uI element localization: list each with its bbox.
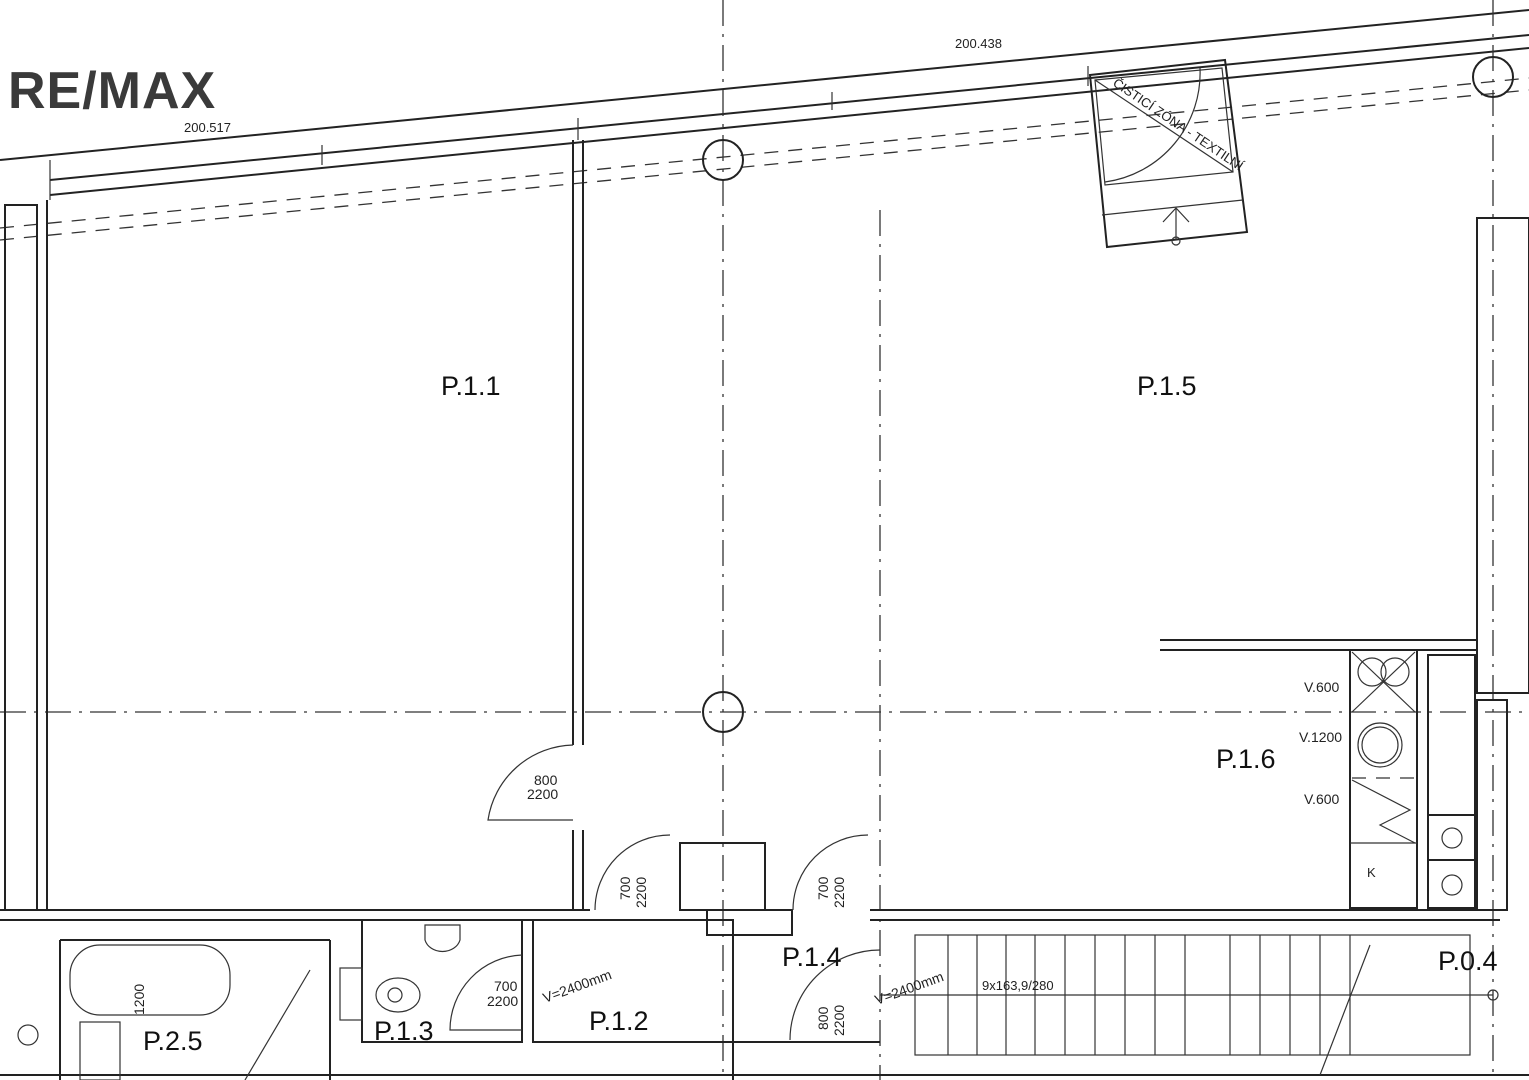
ceiling-height-label: V=2400mm [873,968,946,1008]
axis-marker [702,691,744,733]
door-height: 2200 [527,786,558,802]
door-width: 700 [617,876,633,900]
sanitary [17,924,461,1080]
axis-marker [702,139,744,181]
walls [0,140,1529,1080]
room-label-p25: P.2.5 [143,1026,203,1056]
room-label-p16: P.1.6 [1216,744,1276,774]
bath-dimension: 1200 [131,984,147,1015]
room-label-p15: P.1.5 [1137,371,1197,401]
room-label-p14: P.1.4 [782,942,842,972]
door-width: 800 [534,772,558,788]
level-mark-left: 200.517 [184,120,231,135]
stairs-label: 9x163,9/280 [982,978,1054,993]
level-mark-right: 200.438 [955,36,1002,51]
kitchen-unit [1349,649,1476,909]
axis-marker [1472,56,1514,98]
facade-wall [0,9,1529,241]
kitchen-height-label: V.1200 [1299,729,1342,745]
door-height: 2200 [831,1005,847,1036]
entrance-zone-label: ČISTICÍ ZÓNA - TEXTILNÍ [1110,75,1246,174]
door-height: 2200 [831,877,847,908]
kitchen-height-label: V.600 [1304,791,1340,807]
room-label-p04: P.0.4 [1438,946,1498,976]
remax-logo: RE/MAX [8,62,216,120]
fridge-label: K [1367,865,1376,880]
door-width: 700 [494,978,518,994]
door-height: 2200 [633,877,649,908]
kitchen-height-label: V.600 [1304,679,1340,695]
door-width: 800 [815,1006,831,1030]
ceiling-height-label: V=2400mm [541,966,614,1006]
door-width: 700 [815,876,831,900]
room-label-p11: P.1.1 [441,371,501,401]
staircase [880,934,1499,1076]
doors [449,744,881,1041]
room-label-p12: P.1.2 [589,1006,649,1036]
door-height: 2200 [487,993,518,1009]
entrance-vestibule [1088,58,1249,249]
room-label-p13: P.1.3 [374,1016,434,1046]
